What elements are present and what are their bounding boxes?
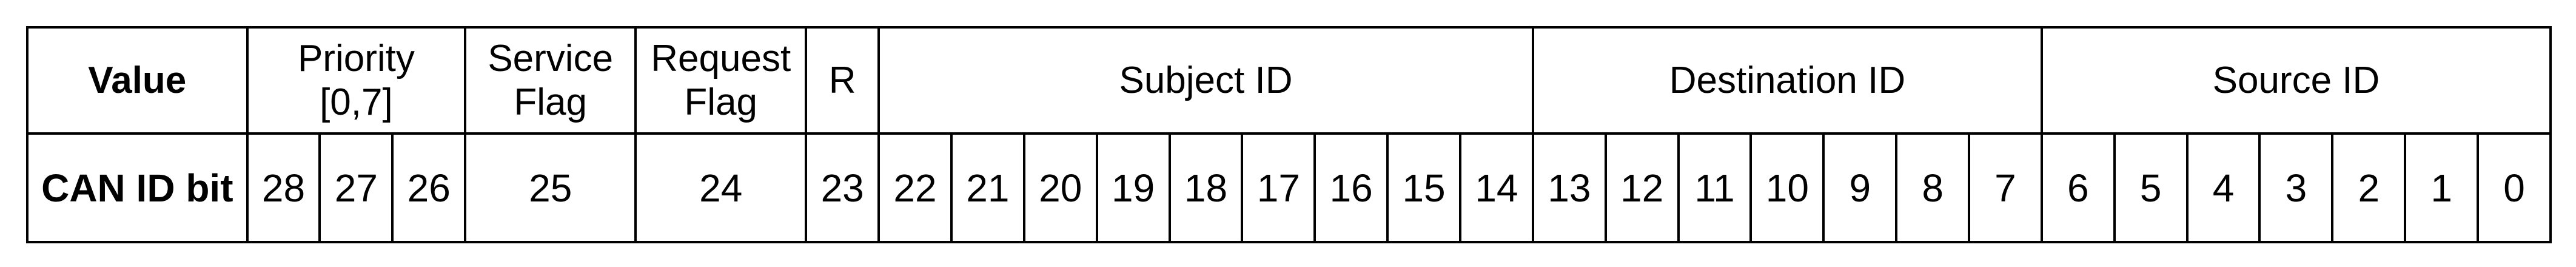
bit-cell-15: 15 (1386, 132, 1461, 243)
bit-row-label: CAN ID bit (26, 132, 249, 243)
bit-cell-22: 22 (877, 132, 953, 243)
bit-cell-28: 28 (246, 132, 321, 243)
header-row-label: Value (26, 26, 249, 135)
bit-cell-5: 5 (2113, 132, 2189, 243)
field-label-line: Request (651, 37, 791, 79)
bit-cell-4: 4 (2185, 132, 2261, 243)
field-r: R (805, 26, 880, 135)
field-label-line: Flag (514, 81, 588, 123)
bit-cell-20: 20 (1022, 132, 1098, 243)
bit-cell-2: 2 (2331, 132, 2407, 243)
bit-cell-19: 19 (1095, 132, 1171, 243)
bit-cell-24: 24 (634, 132, 808, 243)
bit-cell-18: 18 (1168, 132, 1244, 243)
bit-cell-26: 26 (391, 132, 467, 243)
bit-cell-9: 9 (1822, 132, 1898, 243)
bit-cell-21: 21 (950, 132, 1025, 243)
bit-cell-3: 3 (2258, 132, 2334, 243)
field-subject-id: Subject ID (877, 26, 1534, 135)
bit-cell-10: 10 (1749, 132, 1825, 243)
field-priority: Priority[0,7] (246, 26, 467, 135)
bit-cell-6: 6 (2040, 132, 2116, 243)
bit-cell-12: 12 (1604, 132, 1680, 243)
field-label-line: Flag (684, 81, 758, 123)
bit-cell-23: 23 (805, 132, 880, 243)
bit-cell-27: 27 (318, 132, 394, 243)
bit-cell-1: 1 (2404, 132, 2480, 243)
bit-cell-8: 8 (1895, 132, 1971, 243)
bit-cell-14: 14 (1458, 132, 1534, 243)
bit-cell-7: 7 (1968, 132, 2043, 243)
bit-cell-0: 0 (2477, 132, 2552, 243)
bit-cell-13: 13 (1531, 132, 1607, 243)
field-label-line: Priority (297, 37, 415, 79)
field-label-line: [0,7] (320, 81, 393, 123)
bit-cell-17: 17 (1241, 132, 1317, 243)
field-destination-id: Destination ID (1531, 26, 2043, 135)
bit-cell-11: 11 (1677, 132, 1753, 243)
bit-cell-16: 16 (1313, 132, 1389, 243)
field-source-id: Source ID (2040, 26, 2552, 135)
bit-cell-25: 25 (464, 132, 637, 243)
field-label-line: Service (488, 37, 614, 79)
